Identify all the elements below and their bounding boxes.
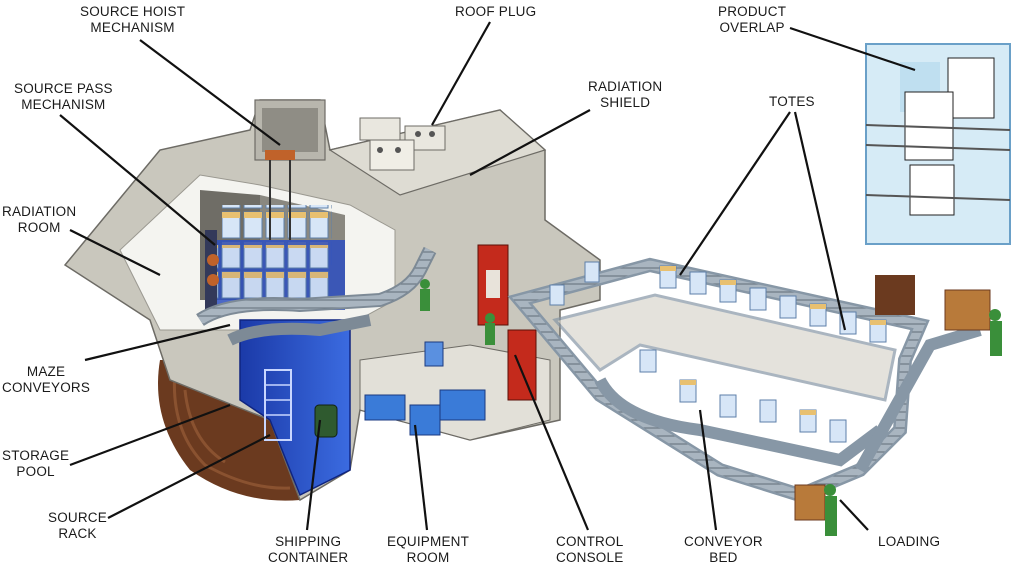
loading-boxes — [794, 275, 991, 521]
label-roof-plug: ROOF PLUG — [455, 4, 537, 19]
conveyor-totes — [549, 261, 887, 443]
worker-inside — [420, 279, 495, 345]
label-totes: TOTES — [769, 94, 815, 109]
shipping-container — [314, 404, 338, 438]
hoist-mechanism — [205, 150, 295, 310]
source-rack — [264, 369, 292, 441]
roof-slab — [328, 109, 547, 196]
product-overlap-inset — [865, 43, 1011, 245]
roof-plugs — [359, 117, 446, 171]
leader-lines — [59, 21, 916, 531]
conveyor-bed-inner — [552, 293, 897, 402]
workers-loading — [824, 309, 1002, 536]
label-loading: LOADING — [878, 534, 941, 549]
